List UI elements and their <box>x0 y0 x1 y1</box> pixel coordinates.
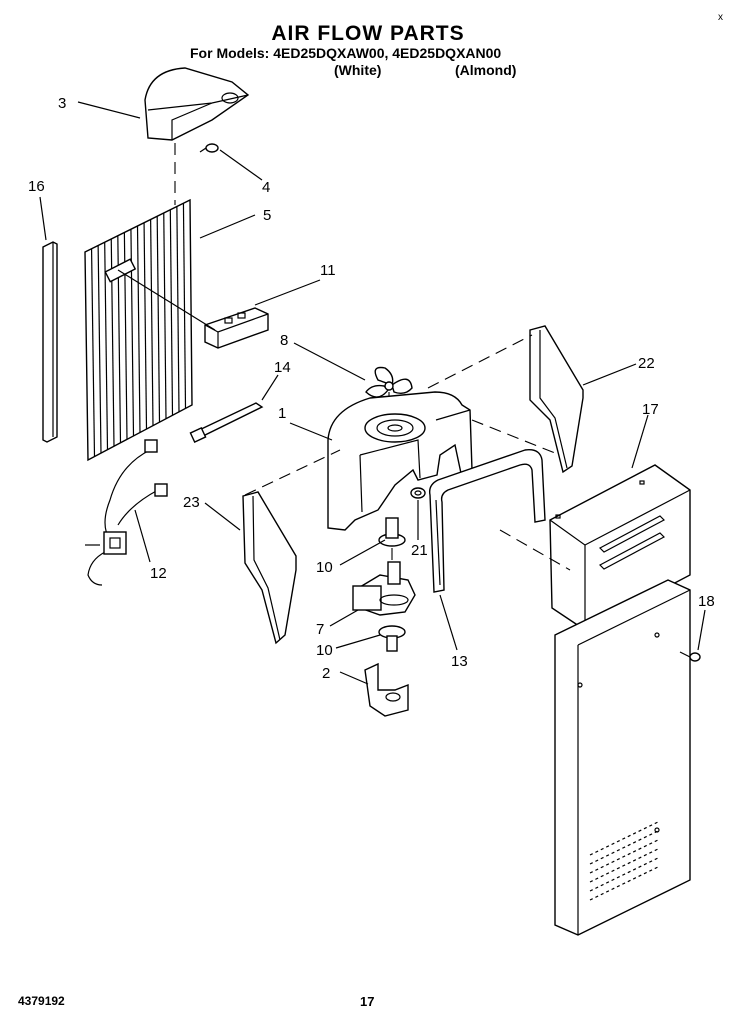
callout-2: 2 <box>322 665 330 682</box>
callout-10-lower: 10 <box>316 642 333 659</box>
callout-21: 21 <box>411 542 428 559</box>
leader-lines <box>39 101 706 685</box>
callout-17: 17 <box>642 401 659 418</box>
callout-labels: 3 4 16 5 11 8 14 1 23 12 22 17 10 21 7 1… <box>28 95 715 682</box>
part-18-screw <box>679 651 701 662</box>
part-16-foam-strip <box>42 241 58 443</box>
callout-11: 11 <box>320 262 336 279</box>
part-14-defrost-sensor <box>189 402 264 443</box>
part-4-screw <box>199 143 219 153</box>
callout-5: 5 <box>263 207 271 224</box>
part-10-lower-mount <box>378 625 406 652</box>
part-12-wiring-harness <box>85 439 168 586</box>
part-1-fan-shroud <box>327 391 473 531</box>
callout-1: 1 <box>278 405 286 422</box>
part-22-side-panel <box>529 325 584 474</box>
corner-mark: x <box>718 12 723 23</box>
part-10-upper-mount <box>378 517 406 568</box>
callout-23: 23 <box>183 494 200 511</box>
page-title: AIR FLOW PARTS <box>271 22 465 45</box>
variant-white: (White) <box>334 62 382 78</box>
models-line: For Models: 4ED25DQXAW00, 4ED25DQXAN00 <box>190 45 502 61</box>
callout-12: 12 <box>150 565 167 582</box>
part-11-control-bracket <box>117 269 269 349</box>
callout-7: 7 <box>316 621 324 638</box>
callout-14: 14 <box>274 359 291 376</box>
part-7-fan-motor <box>352 561 416 616</box>
callout-10-upper: 10 <box>316 559 333 576</box>
callout-18: 18 <box>698 593 715 610</box>
document-number: 4379192 <box>18 994 65 1008</box>
part-5-evaporator-grille <box>84 198 193 462</box>
variant-almond: (Almond) <box>455 62 517 78</box>
part-13-gasket <box>428 449 546 593</box>
callout-4: 4 <box>262 179 270 196</box>
rear-cover-panel <box>554 579 691 936</box>
part-21-grommet <box>410 487 426 499</box>
callout-16: 16 <box>28 178 45 195</box>
part-2-motor-bracket <box>364 662 409 717</box>
callout-8: 8 <box>280 332 288 349</box>
callout-13: 13 <box>451 653 468 670</box>
callout-3: 3 <box>58 95 66 112</box>
part-23-side-panel <box>242 491 297 645</box>
page-number: 17 <box>360 994 375 1009</box>
callout-22: 22 <box>638 355 655 372</box>
part-3-duct-cap <box>144 67 250 205</box>
